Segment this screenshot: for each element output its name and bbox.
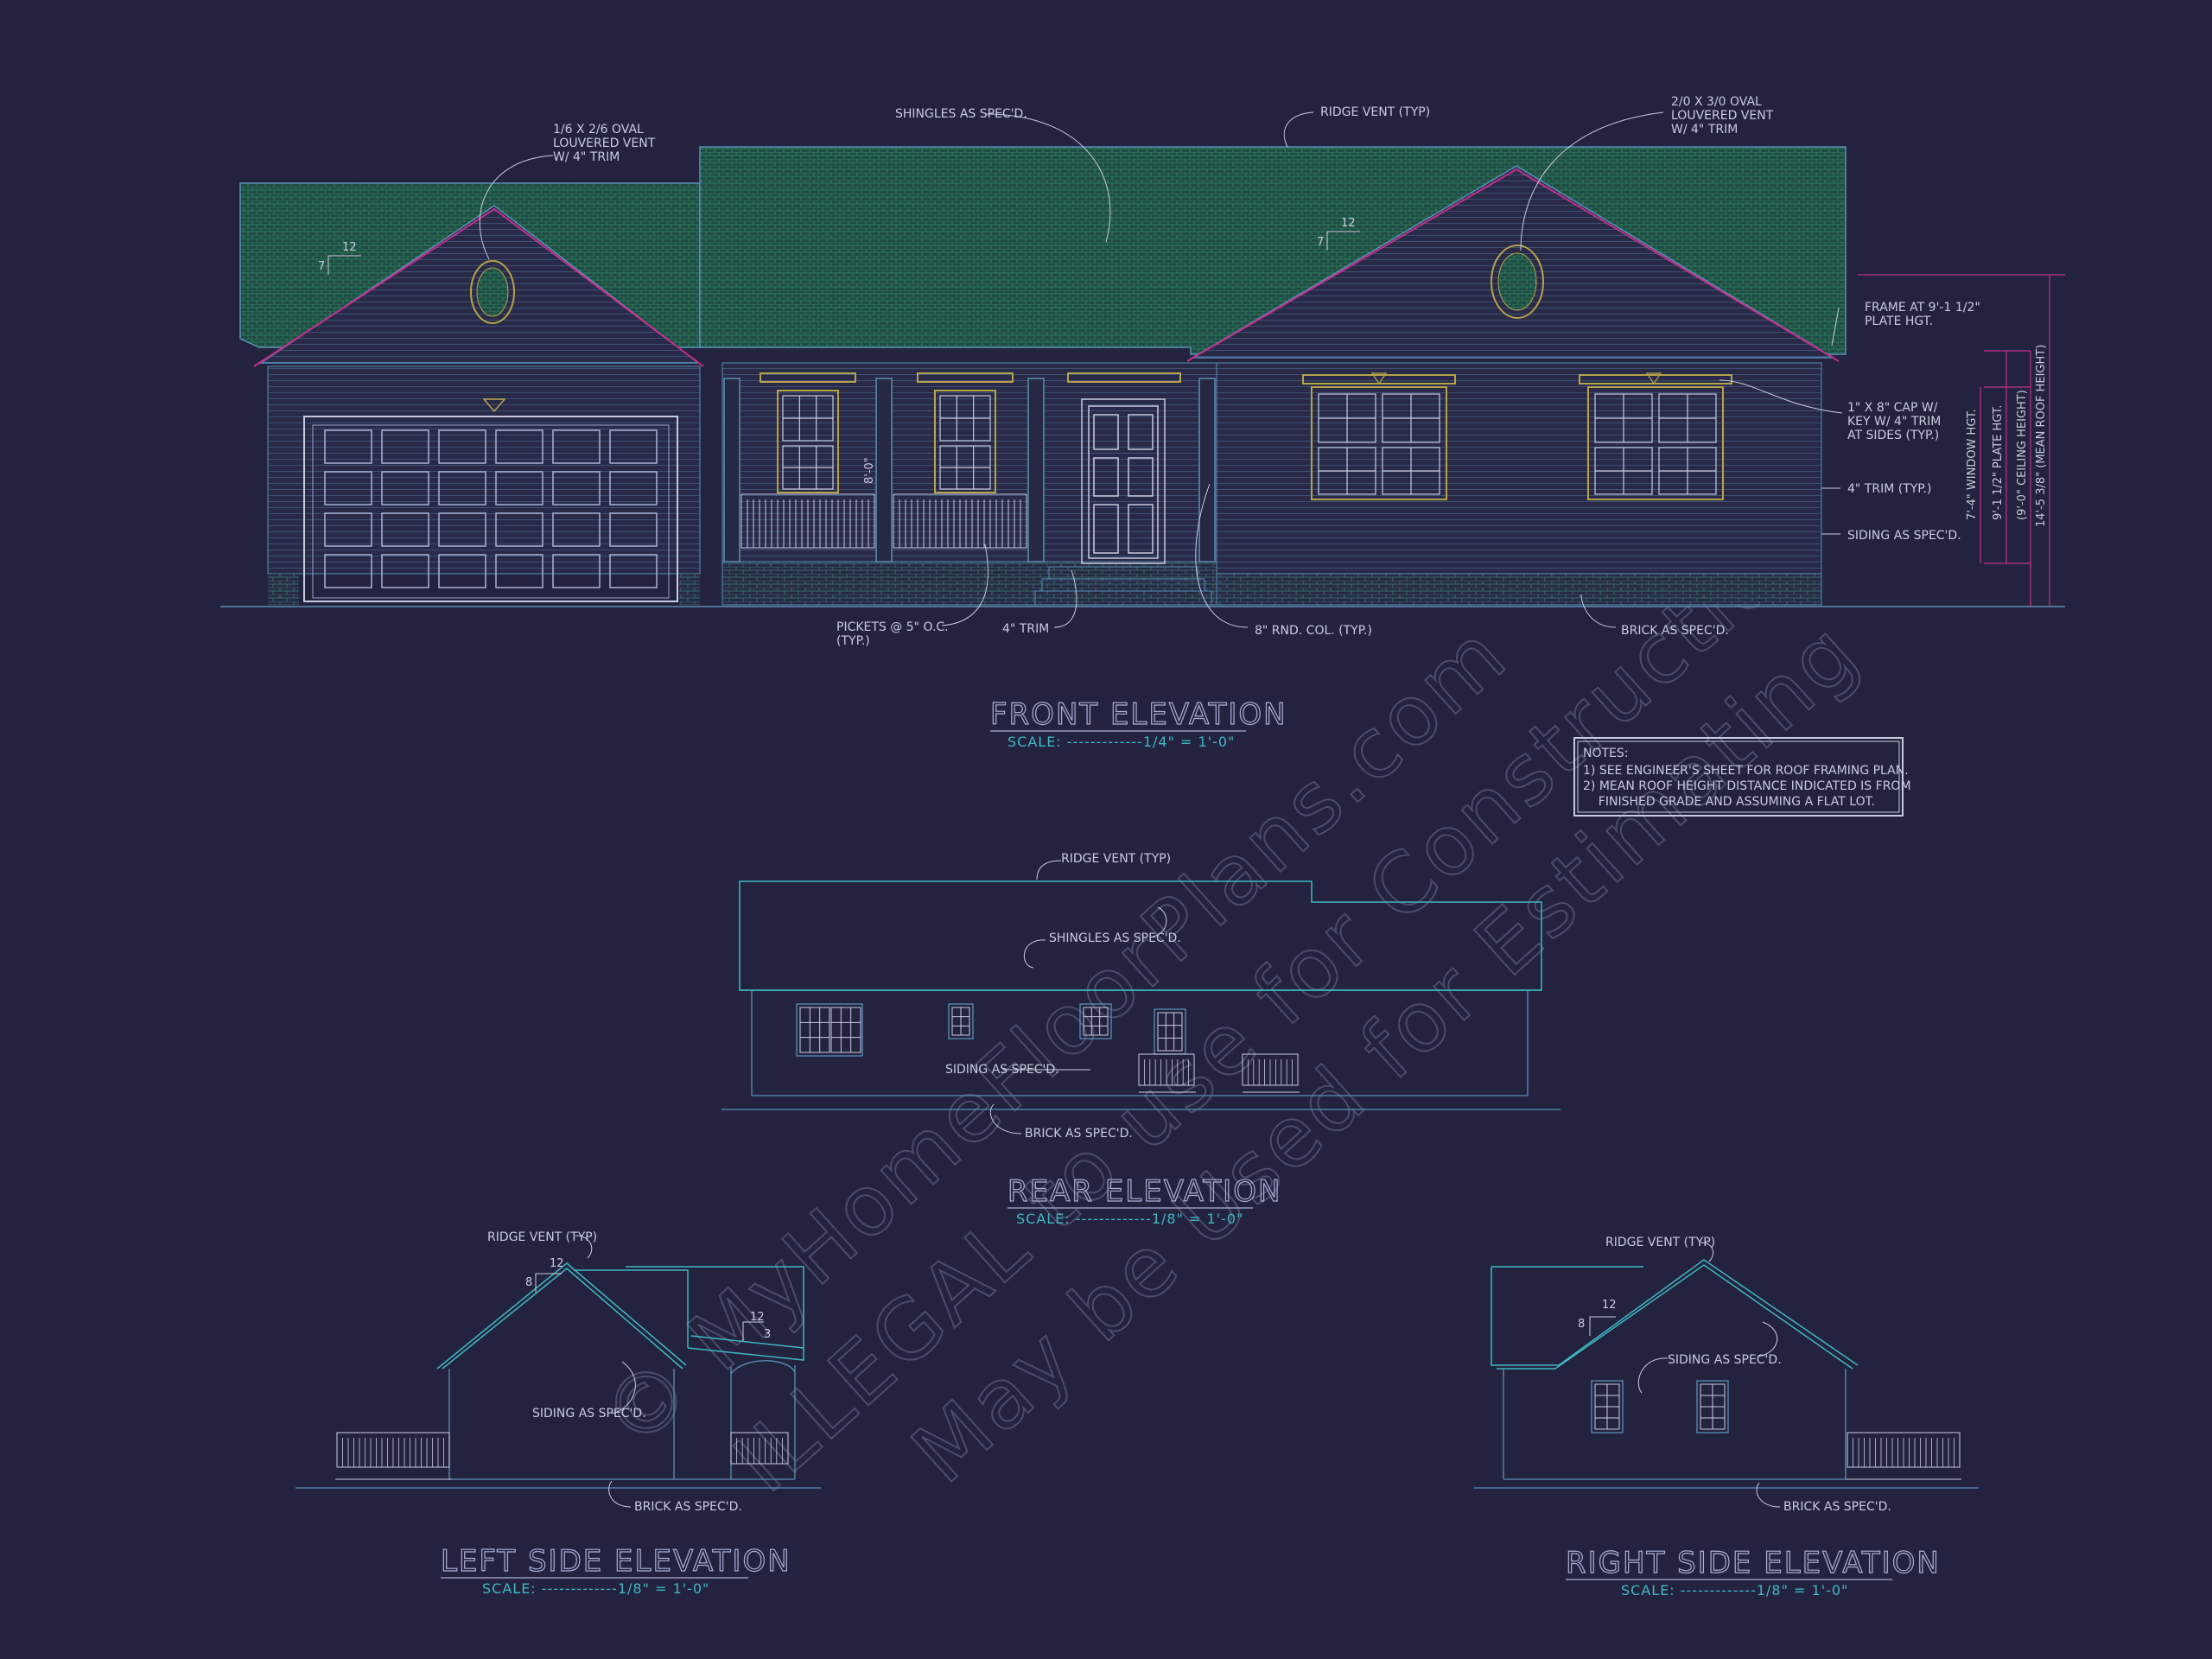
right-ridge-vent: RIDGE VENT (TYP): [1605, 1236, 1715, 1249]
front-elevation: 7'-4" WINDOW HGT. 9'-1 1/2" PLATE HGT. (…: [220, 95, 2065, 750]
left-porch-pitch-run: 12: [750, 1311, 765, 1324]
note-round-column: 8" RND. COL. (TYP.): [1255, 624, 1372, 638]
oval-louvered-vent-left: [470, 260, 515, 324]
garage-wall: [267, 365, 701, 575]
front-elevation-title: FRONT ELEVATION: [990, 697, 1287, 732]
front-elevation-scale: SCALE: -------------1/4" = 1'-0": [1007, 734, 1235, 750]
right-pitch-rise: 8: [1578, 1318, 1585, 1331]
rear-siding: SIDING AS SPEC'D.: [945, 1063, 1059, 1077]
note-frame-plate: FRAME AT 9'-1 1/2" PLATE HGT.: [1865, 301, 1984, 328]
oval-vent-left-louvers: [476, 267, 509, 317]
notes-line-2: 2) MEAN ROOF HEIGHT DISTANCE INDICATED I…: [1583, 779, 1911, 793]
left-pitch-rise: 8: [525, 1276, 532, 1289]
dim-ceiling-height: (9'-0" CEILING HEIGHT): [2016, 390, 2029, 520]
left-siding: SIDING AS SPEC'D.: [532, 1407, 646, 1421]
right-elevation-scale: SCALE: -------------1/8" = 1'-0": [1621, 1582, 1848, 1599]
left-pitch-markers: [535, 1273, 764, 1341]
front-brick-base: [1216, 573, 1822, 606]
rear-wall: [721, 990, 1560, 1110]
garage-brick-left: [268, 574, 299, 605]
front-pitch-run-left: 12: [342, 241, 357, 254]
front-porch-windows: [760, 372, 1181, 493]
left-deck-pickets: [342, 1438, 783, 1467]
note-cap-key: 1" X 8" CAP W/ KEY W/ 4" TRIM AT SIDES (…: [1847, 401, 1945, 442]
note-trim-typ: 4" TRIM (TYP.): [1847, 482, 1931, 496]
rear-window-grids: [799, 1007, 1183, 1053]
right-window-grids: [1594, 1383, 1726, 1430]
left-side-elevation: 12 8 12 3 RIDGE VENT (TYP) SIDING AS SPE…: [296, 1230, 821, 1597]
oval-louvered-vent-right: [1491, 245, 1544, 319]
right-pitch-marker: [1589, 1316, 1616, 1336]
note-oval-vent-left: 1/6 X 2/6 OVAL LOUVERED VENT W/ 4" TRIM: [553, 123, 659, 164]
right-brick: BRICK AS SPEC'D.: [1783, 1500, 1891, 1514]
front-pitch-run-right: 12: [1341, 217, 1356, 230]
left-leader-lines: [575, 1235, 636, 1508]
note-shingles: SHINGLES AS SPEC'D.: [895, 107, 1027, 121]
right-pitch-run: 12: [1602, 1299, 1617, 1312]
front-pitch-rise-right: 7: [1317, 236, 1324, 249]
left-side-walls: [296, 1360, 821, 1489]
right-side-elevation: 12 8 RIDGE VENT (TYP) SIDING AS SPEC'D. …: [1474, 1236, 1979, 1599]
left-gable-fascia: [253, 207, 704, 367]
rear-ridge-vent: RIDGE VENT (TYP): [1061, 852, 1171, 866]
right-elevation-title: RIGHT SIDE ELEVATION: [1566, 1546, 1941, 1580]
note-oval-vent-right: 2/0 X 3/0 OVAL LOUVERED VENT W/ 4" TRIM: [1671, 95, 1777, 137]
notes-box: NOTES: 1) SEE ENGINEER'S SHEET FOR ROOF …: [1573, 737, 1911, 817]
rear-elevation-title: REAR ELEVATION: [1007, 1174, 1281, 1209]
oval-vent-right-louvers: [1497, 252, 1537, 311]
dim-window-height: 7'-4" WINDOW HGT.: [1966, 410, 1979, 520]
rear-brick: BRICK AS SPEC'D.: [1025, 1127, 1133, 1141]
left-pitch-run: 12: [550, 1257, 564, 1270]
notes-heading: NOTES:: [1583, 747, 1629, 760]
entry-door: [1081, 398, 1166, 564]
left-side-roof: [436, 1262, 804, 1370]
front-pitch-rise-left: 7: [318, 260, 325, 273]
right-side-roof: [1491, 1259, 1859, 1370]
rear-elevation-scale: SCALE: -------------1/8" = 1'-0": [1016, 1211, 1243, 1227]
left-porch-pitch-rise: 3: [764, 1328, 771, 1341]
note-ridge-vent: RIDGE VENT (TYP): [1320, 105, 1430, 119]
right-side-walls: [1474, 1369, 1979, 1489]
garage-keystone: [482, 398, 506, 413]
rear-roof: [739, 880, 1542, 991]
rear-shingles: SHINGLES AS SPEC'D.: [1049, 931, 1181, 945]
right-siding: SIDING AS SPEC'D.: [1668, 1353, 1782, 1367]
note-trim: 4" TRIM: [1002, 622, 1049, 636]
rear-deck-pickets: [1144, 1059, 1293, 1085]
front-leader-lines: [479, 111, 1843, 628]
left-brick: BRICK AS SPEC'D.: [634, 1500, 742, 1514]
right-wing-wall: [1216, 362, 1822, 575]
dim-mean-roof-height: 14'-5 3/8" (MEAN ROOF HEIGHT): [2035, 345, 2048, 527]
front-roof-pitch-markers: [327, 231, 1360, 275]
note-brick: BRICK AS SPEC'D.: [1621, 624, 1729, 638]
porch-columns: [723, 378, 1216, 563]
notes-line-3: FINISHED GRADE AND ASSUMING A FLAT LOT.: [1583, 795, 1875, 809]
front-dimension-lines: [1858, 274, 2065, 607]
rear-elevation: RIDGE VENT (TYP) SHINGLES AS SPEC'D. SID…: [721, 852, 1560, 1227]
garage-brick-right: [679, 574, 700, 605]
left-ridge-vent: RIDGE VENT (TYP): [487, 1230, 597, 1244]
right-deck-pickets: [1853, 1438, 1955, 1467]
right-gable-fascia: [1186, 168, 1840, 362]
left-elevation-scale: SCALE: -------------1/8" = 1'-0": [482, 1580, 709, 1597]
porch-window-grids: [782, 395, 991, 490]
porch-height-dim: 8'-0": [863, 457, 876, 484]
dim-plate-height: 9'-1 1/2" PLATE HGT.: [1992, 405, 2005, 520]
left-elevation-title: LEFT SIDE ELEVATION: [441, 1544, 791, 1579]
porch-railings: [741, 493, 1027, 549]
wing-window-grids: [1318, 393, 1717, 495]
note-siding: SIDING AS SPEC'D.: [1847, 529, 1961, 543]
right-wing-windows: [1302, 374, 1732, 500]
porch-wall: [721, 362, 1217, 563]
entry-steps: [1034, 566, 1212, 606]
porch-brick-base: [721, 561, 1217, 606]
garage-door: [303, 416, 678, 602]
notes-line-1: 1) SEE ENGINEER'S SHEET FOR ROOF FRAMING…: [1583, 764, 1909, 778]
window-keystones: [1370, 372, 1662, 385]
right-leader-lines: [1637, 1242, 1781, 1508]
note-pickets: PICKETS @ 5" O.C. (TYP.): [836, 620, 952, 648]
rear-leader-lines: [989, 860, 1167, 1135]
